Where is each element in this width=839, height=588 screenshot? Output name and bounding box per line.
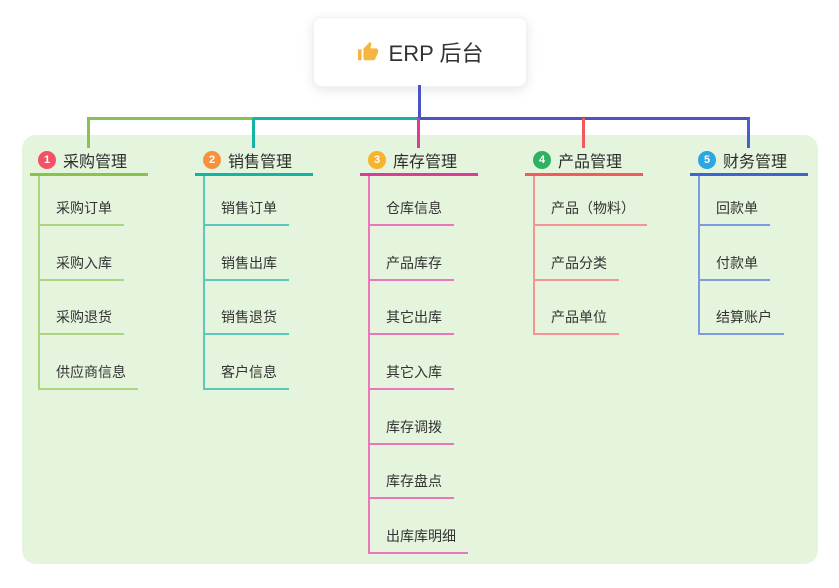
branch-number-badge: 2 — [203, 151, 221, 169]
leaf-node[interactable]: 产品库存 — [370, 226, 454, 281]
branch-drop-line-3 — [416, 118, 420, 148]
leaf-node[interactable]: 采购订单 — [40, 176, 124, 226]
leaf-node[interactable]: 库存调拨 — [370, 390, 454, 445]
leaf-node[interactable]: 供应商信息 — [40, 335, 138, 391]
branch-drop-line-1 — [86, 118, 90, 148]
leaf-node[interactable]: 客户信息 — [205, 335, 289, 391]
leaf-node[interactable]: 销售出库 — [205, 226, 289, 281]
branch-number-badge: 4 — [533, 151, 551, 169]
branch-label: 财务管理 — [723, 154, 788, 171]
leaf-node[interactable]: 销售订单 — [205, 176, 289, 226]
branches-background-panel — [22, 135, 818, 564]
branch-number-badge: 5 — [698, 151, 716, 169]
leaf-node[interactable]: 产品分类 — [535, 226, 619, 281]
branch-node[interactable]: 2 销售管理 — [195, 147, 313, 176]
leaf-node[interactable]: 其它入库 — [370, 335, 454, 391]
branch-label: 库存管理 — [393, 154, 458, 171]
thumbs-up-icon — [357, 41, 379, 63]
leaf-node[interactable]: 产品单位 — [535, 281, 619, 336]
branch-1: 1 采购管理采购订单采购入库采购退货供应商信息 — [30, 147, 190, 391]
leaf-node[interactable]: 回款单 — [700, 176, 770, 226]
branch-2: 2 销售管理销售订单销售出库销售退货客户信息 — [195, 147, 355, 391]
leaf-node[interactable]: 采购入库 — [40, 226, 124, 281]
root-stem-line — [417, 85, 421, 120]
leaf-node[interactable]: 仓库信息 — [370, 176, 454, 226]
branch-children-list: 产品（物料）产品分类产品单位 — [533, 176, 685, 336]
root-node[interactable]: ERP 后台 — [313, 17, 527, 87]
branch-children-list: 仓库信息产品库存其它出库其它入库库存调拨库存盘点出库库明细 — [368, 176, 520, 555]
leaf-node[interactable]: 付款单 — [700, 226, 770, 281]
branch-4: 4 产品管理产品（物料）产品分类产品单位 — [525, 147, 685, 336]
branch-node[interactable]: 3 库存管理 — [360, 147, 478, 176]
leaf-node[interactable]: 销售退货 — [205, 281, 289, 336]
branch-children-list: 采购订单采购入库采购退货供应商信息 — [38, 176, 190, 391]
branch-drop-line-5 — [746, 118, 750, 148]
branch-drop-line-2 — [251, 118, 255, 148]
root-node-label: ERP 后台 — [388, 41, 484, 66]
leaf-node[interactable]: 其它出库 — [370, 281, 454, 336]
leaf-node[interactable]: 产品（物料） — [535, 176, 647, 226]
branch-node[interactable]: 1 采购管理 — [30, 147, 148, 176]
leaf-node[interactable]: 采购退货 — [40, 281, 124, 336]
branch-label: 产品管理 — [558, 154, 623, 171]
branch-number-badge: 1 — [38, 151, 56, 169]
branch-drop-line-4 — [581, 118, 585, 148]
leaf-node[interactable]: 出库库明细 — [370, 499, 468, 555]
leaf-node[interactable]: 结算账户 — [700, 281, 784, 336]
branch-children-list: 销售订单销售出库销售退货客户信息 — [203, 176, 355, 391]
leaf-node[interactable]: 库存盘点 — [370, 445, 454, 500]
branch-label: 采购管理 — [63, 154, 128, 171]
branch-3: 3 库存管理仓库信息产品库存其它出库其它入库库存调拨库存盘点出库库明细 — [360, 147, 520, 555]
branch-node[interactable]: 5 财务管理 — [690, 147, 808, 176]
branch-5: 5 财务管理回款单付款单结算账户 — [690, 147, 839, 336]
branch-node[interactable]: 4 产品管理 — [525, 147, 643, 176]
bus-segment-teal — [253, 117, 418, 120]
branch-children-list: 回款单付款单结算账户 — [698, 176, 839, 336]
bus-segment-green — [86, 117, 253, 120]
branch-number-badge: 3 — [368, 151, 386, 169]
branch-label: 销售管理 — [228, 154, 293, 171]
